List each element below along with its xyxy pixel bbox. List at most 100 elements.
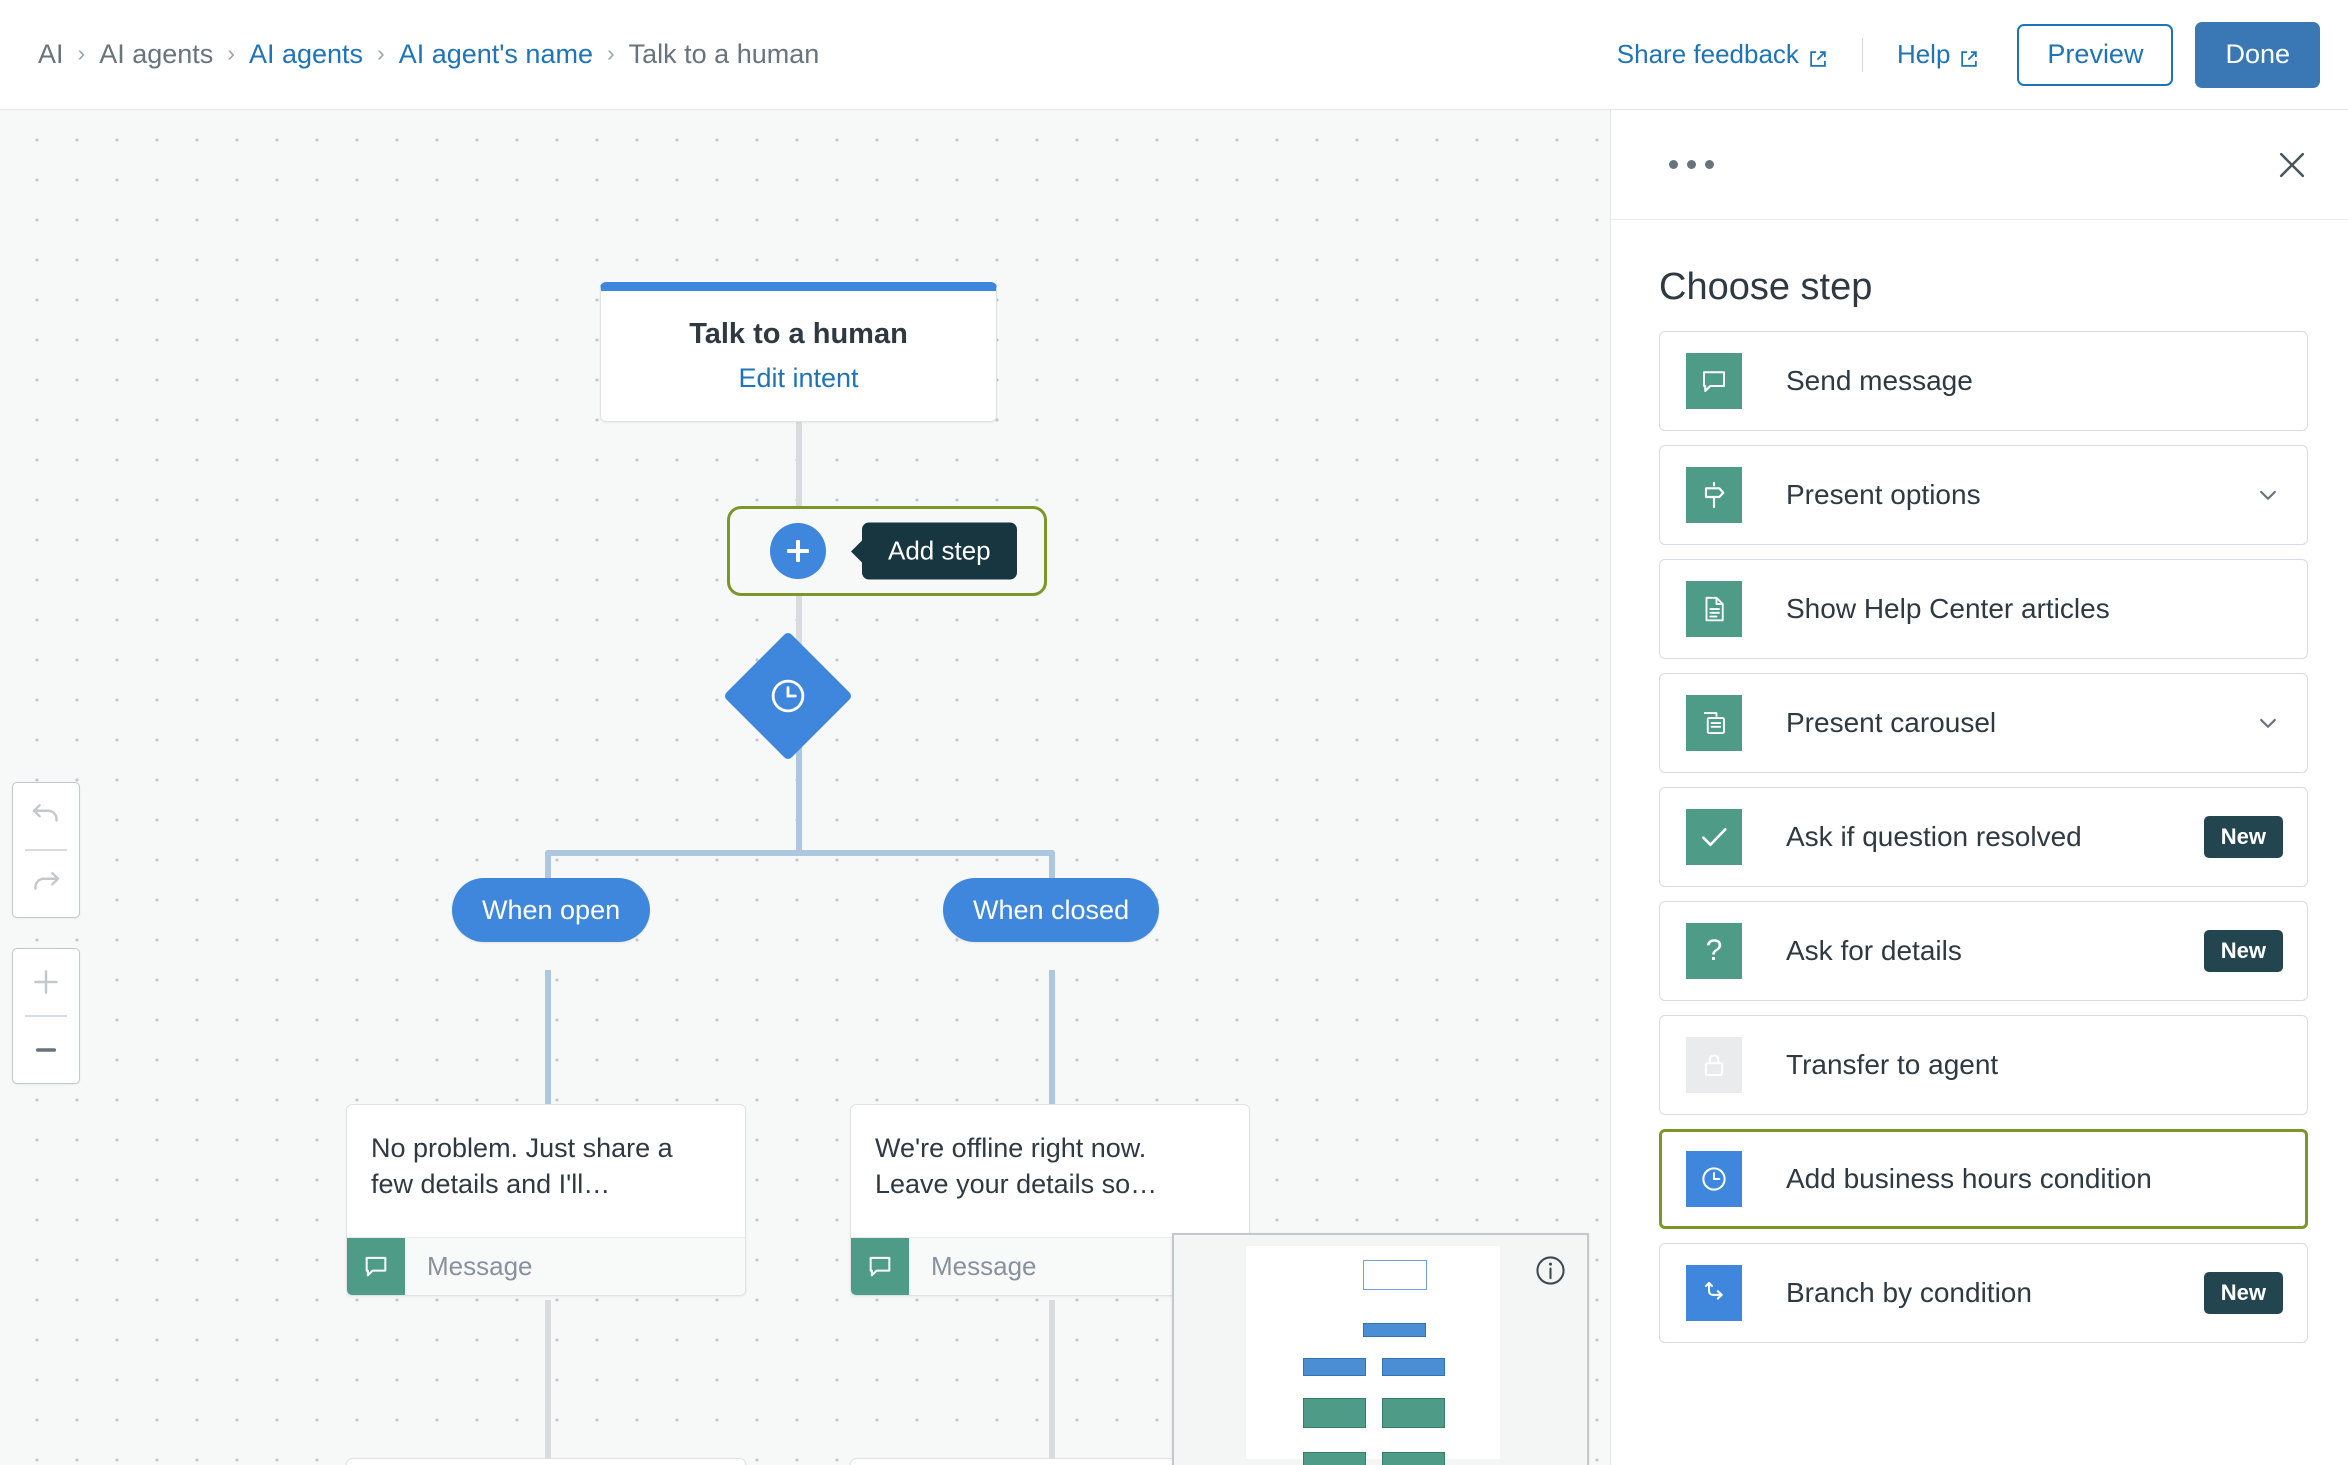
step-card-text: We're offline right now. Leave your deta… — [875, 1133, 1158, 1199]
branch-pill-when-open[interactable]: When open — [452, 878, 651, 942]
zoom-in-button[interactable] — [12, 949, 80, 1015]
connector-left-card-to-next — [545, 1300, 551, 1458]
branch-icon — [1686, 1265, 1742, 1321]
external-link-icon — [1959, 45, 1979, 67]
step-card-message-closed[interactable]: We're offline right now. Leave your deta… — [850, 1104, 1250, 1296]
zoom-controls — [12, 948, 80, 1084]
zoom-out-icon — [35, 1048, 57, 1052]
panel-title: Choose step — [1659, 266, 1873, 308]
carousel-icon — [1686, 695, 1742, 751]
top-bar: AI›AI agents›AI agents›AI agent's name›T… — [0, 0, 2348, 110]
connector-horizontal-split — [545, 850, 1055, 856]
connector-right-to-card — [1049, 970, 1055, 1104]
panel-header — [1611, 110, 2348, 220]
clock-icon — [1686, 1151, 1742, 1207]
step-card-footer: Message — [347, 1236, 745, 1295]
step-card-footer-label: Message — [931, 1250, 1037, 1281]
breadcrumb-item: AI agents — [99, 39, 214, 69]
lock-icon — [1686, 1037, 1742, 1093]
minimap-panel[interactable] — [1172, 1233, 1589, 1465]
step-option-label: Add business hours condition — [1786, 1163, 2152, 1194]
add-step-slot[interactable]: Add step — [727, 506, 1047, 596]
branch-pill-when-closed[interactable]: When closed — [943, 878, 1160, 942]
share-feedback-link[interactable]: Share feedback — [1617, 39, 1828, 70]
add-step-tooltip: Add step — [862, 522, 1017, 580]
chevron-down-icon[interactable] — [2253, 480, 2283, 510]
step-card-message-open[interactable]: No problem. Just share a few details and… — [346, 1104, 746, 1296]
redo-icon — [34, 872, 60, 890]
minimap-node — [1303, 1358, 1366, 1376]
breadcrumb-item: Talk to a human — [628, 39, 820, 69]
step-option-label: Ask if question resolved — [1786, 821, 2082, 852]
intent-card[interactable]: Talk to a human Edit intent — [600, 282, 997, 422]
step-card-text: No problem. Just share a few details and… — [371, 1133, 673, 1199]
connector-intent-to-add — [796, 422, 802, 506]
step-option-present-options[interactable]: Present options — [1659, 445, 2308, 545]
edit-intent-link[interactable]: Edit intent — [738, 363, 859, 393]
minimap-node — [1303, 1398, 1366, 1428]
plus-icon — [787, 540, 809, 562]
share-feedback-label: Share feedback — [1616, 39, 1799, 69]
breadcrumb-item[interactable]: AI agents — [248, 39, 364, 69]
add-step-button[interactable] — [770, 523, 826, 579]
chat-bubble-icon — [851, 1237, 909, 1295]
step-option-send-message[interactable]: Send message — [1659, 331, 2308, 431]
flow-canvas[interactable]: Talk to a human Edit intent Add step Whe… — [0, 110, 1610, 1465]
step-option-branch-by-condition[interactable]: Branch by condition New — [1659, 1243, 2308, 1343]
help-label: Help — [1896, 39, 1951, 69]
breadcrumb-item[interactable]: AI agent's name — [398, 39, 593, 69]
chat-bubble-icon — [1686, 353, 1742, 409]
breadcrumb-separator-icon: › — [377, 40, 385, 66]
header-divider — [1861, 37, 1863, 72]
step-option-ask-for-details[interactable]: ? Ask for details New — [1659, 901, 2308, 1001]
checkmark-icon — [1686, 809, 1742, 865]
step-option-transfer-to-agent[interactable]: Transfer to agent — [1659, 1015, 2308, 1115]
external-link-icon — [1808, 45, 1828, 67]
more-options-icon[interactable] — [1659, 150, 1724, 179]
step-option-label: Transfer to agent — [1786, 1049, 1999, 1080]
zoom-in-icon — [34, 970, 58, 994]
step-option-label: Show Help Center articles — [1786, 593, 2110, 624]
undo-button[interactable] — [12, 783, 80, 849]
control-divider — [25, 849, 67, 851]
intent-title: Talk to a human — [689, 318, 908, 350]
question-mark-icon: ? — [1686, 923, 1742, 979]
branch-label: When closed — [973, 894, 1130, 925]
help-link[interactable]: Help — [1897, 39, 1979, 70]
new-badge: New — [2203, 1272, 2283, 1314]
connector-right-card-to-next — [1049, 1300, 1055, 1458]
info-icon[interactable] — [1534, 1254, 1567, 1287]
branch-label: When open — [482, 894, 621, 925]
step-option-present-carousel[interactable]: Present carousel — [1659, 673, 2308, 773]
step-card-text: Ask for details — [347, 1459, 745, 1465]
step-option-show-help-center-articles[interactable]: Show Help Center articles — [1659, 559, 2308, 659]
undo-icon — [32, 804, 58, 822]
step-option-label: Send message — [1786, 365, 1973, 396]
signpost-icon — [1686, 467, 1742, 523]
business-hours-condition-node[interactable] — [722, 630, 854, 762]
minimap-node — [1382, 1452, 1445, 1465]
close-icon[interactable] — [2272, 145, 2312, 185]
step-option-label: Present options — [1786, 479, 1981, 510]
step-option-label: Ask for details — [1786, 935, 1962, 966]
step-option-label: Branch by condition — [1786, 1277, 2032, 1308]
minimap-node — [1363, 1323, 1426, 1337]
breadcrumb-separator-icon: › — [606, 40, 615, 66]
redo-button[interactable] — [12, 851, 80, 917]
step-card-ask-details-open[interactable]: Ask for details — [346, 1458, 746, 1465]
new-badge: New — [2203, 930, 2283, 972]
step-card-footer-label: Message — [427, 1250, 533, 1281]
chevron-down-icon[interactable] — [2253, 708, 2283, 738]
done-button[interactable]: Done — [2195, 21, 2320, 88]
step-option-add-business-hours-condition[interactable]: Add business hours condition — [1659, 1129, 2308, 1229]
step-option-label: Present carousel — [1786, 707, 1997, 738]
clock-icon — [771, 679, 805, 713]
zoom-out-button[interactable] — [12, 1017, 80, 1083]
preview-button[interactable]: Preview — [2017, 23, 2174, 86]
connector-diamond-down — [796, 740, 802, 850]
breadcrumb: AI›AI agents›AI agents›AI agent's name›T… — [38, 39, 819, 70]
